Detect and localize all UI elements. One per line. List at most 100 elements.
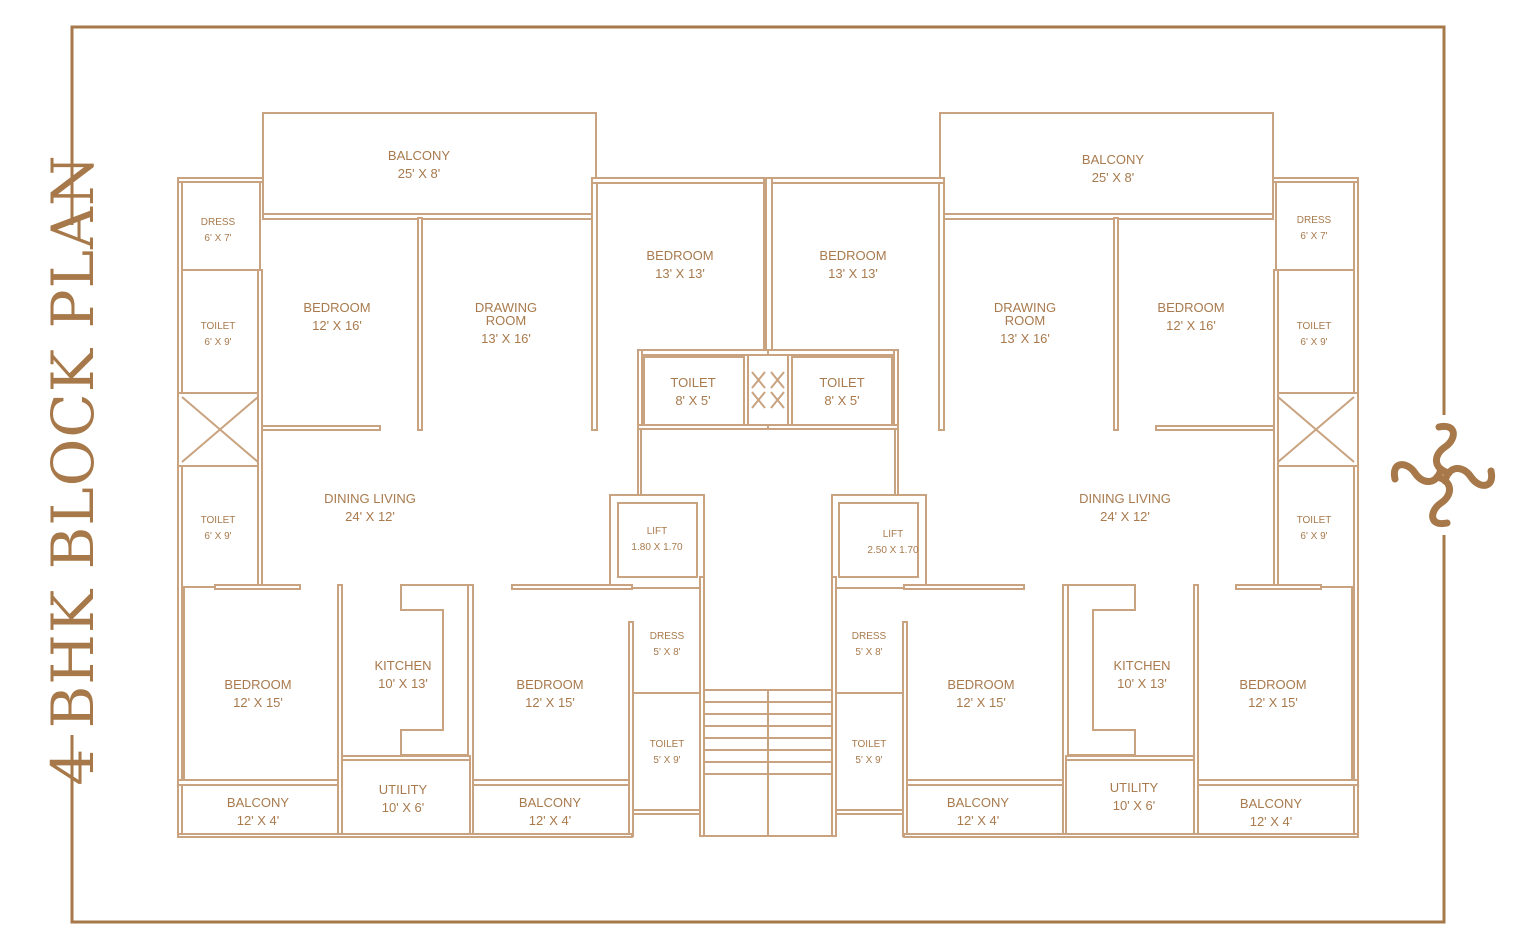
- room-label: TOILET 6' X 9': [201, 321, 236, 348]
- room-label: LIFT 1.80 X 1.70: [631, 526, 683, 553]
- room-name: DRAWING: [475, 300, 537, 315]
- room-name: DRESS: [201, 217, 236, 228]
- room-name: TOILET: [650, 739, 685, 750]
- room-name: DRESS: [1297, 215, 1332, 226]
- room-size: 25' X 8': [1092, 170, 1135, 185]
- room-name: TOILET: [201, 515, 236, 526]
- room-label: TOILET 6' X 9': [201, 515, 236, 542]
- left-unit-walls: [177, 112, 771, 838]
- room-label: BEDROOM 12' X 15': [516, 677, 583, 710]
- room-label: BALCONY 12' X 4': [947, 795, 1009, 828]
- room-name: BEDROOM: [516, 677, 583, 692]
- room-size: 12' X 15': [956, 695, 1006, 710]
- room-label: DINING LIVING 24' X 12': [1079, 491, 1171, 524]
- room-size: 10' X 6': [1113, 798, 1156, 813]
- room-name: DINING LIVING: [324, 491, 416, 506]
- room-name: BALCONY: [947, 795, 1009, 810]
- room-size: 5' X 8': [855, 647, 882, 658]
- room-name: TOILET: [819, 375, 864, 390]
- room-size: 1.80 X 1.70: [631, 542, 683, 553]
- room-label: BALCONY 12' X 4': [1240, 796, 1302, 829]
- room-name: BALCONY: [227, 795, 289, 810]
- room-label: BALCONY 25' X 8': [1082, 152, 1144, 185]
- room-name: TOILET: [1297, 321, 1332, 332]
- right-unit-walls: [765, 112, 1359, 838]
- room-size: 2.50 X 1.70: [867, 545, 919, 556]
- room-label: BEDROOM 12' X 16': [303, 300, 370, 333]
- room-name: BALCONY: [1240, 796, 1302, 811]
- room-label: BEDROOM 13' X 13': [646, 248, 713, 281]
- room-size: 12' X 16': [1166, 318, 1216, 333]
- room-size: 13' X 16': [1000, 331, 1050, 346]
- room-label: KITCHEN 10' X 13': [1113, 658, 1170, 691]
- room-label: DRESS 6' X 7': [1297, 215, 1332, 242]
- room-size: 12' X 4': [237, 813, 280, 828]
- room-label: TOILET 5' X 9': [852, 739, 887, 766]
- room-label: DRESS 6' X 7': [201, 217, 236, 244]
- room-label: BALCONY 12' X 4': [227, 795, 289, 828]
- room-name: TOILET: [852, 739, 887, 750]
- room-size: 12' X 4': [957, 813, 1000, 828]
- room-size: 12' X 15': [1248, 695, 1298, 710]
- room-label: TOILET 6' X 9': [1297, 515, 1332, 542]
- room-name: BALCONY: [519, 795, 581, 810]
- room-label: DINING LIVING 24' X 12': [324, 491, 416, 524]
- room-label: UTILITY 10' X 6': [379, 782, 428, 815]
- room-labels: BALCONY 25' X 8' DRESS 6' X 7' TOILET 6' X 9'…: [201, 148, 1332, 829]
- outer-frame: [70, 25, 1446, 924]
- room-label: TOILET 8' X 5': [819, 375, 864, 408]
- room-name: KITCHEN: [1113, 658, 1170, 673]
- room-size: 10' X 13': [1117, 676, 1167, 691]
- room-name: ROOM: [486, 313, 526, 328]
- room-name: UTILITY: [1110, 780, 1159, 795]
- room-name: BEDROOM: [1239, 677, 1306, 692]
- room-size: 5' X 9': [855, 755, 882, 766]
- room-name: BEDROOM: [646, 248, 713, 263]
- room-name: UTILITY: [379, 782, 428, 797]
- room-name: LIFT: [883, 529, 904, 540]
- room-size: 12' X 15': [233, 695, 283, 710]
- room-size: 8' X 5': [824, 393, 859, 408]
- room-size: 12' X 15': [525, 695, 575, 710]
- room-name: LIFT: [647, 526, 668, 537]
- room-name: DRESS: [852, 631, 887, 642]
- room-size: 6' X 7': [1300, 231, 1327, 242]
- room-size: 10' X 6': [382, 800, 425, 815]
- room-size: 13' X 13': [828, 266, 878, 281]
- room-size: 5' X 8': [653, 647, 680, 658]
- room-size: 6' X 9': [1300, 531, 1327, 542]
- room-size: 6' X 9': [204, 337, 231, 348]
- room-label: UTILITY 10' X 6': [1110, 780, 1159, 813]
- room-size: 8' X 5': [675, 393, 710, 408]
- room-size: 6' X 9': [204, 531, 231, 542]
- room-name: BALCONY: [1082, 152, 1144, 167]
- room-label: BEDROOM 12' X 16': [1157, 300, 1224, 333]
- room-name: BEDROOM: [1157, 300, 1224, 315]
- room-size: 12' X 4': [529, 813, 572, 828]
- room-size: 13' X 13': [655, 266, 705, 281]
- room-name: TOILET: [1297, 515, 1332, 526]
- room-name: BEDROOM: [819, 248, 886, 263]
- room-size: 12' X 4': [1250, 814, 1293, 829]
- room-size: 12' X 16': [312, 318, 362, 333]
- room-size: 25' X 8': [398, 166, 441, 181]
- room-label: DRESS 5' X 8': [852, 631, 887, 658]
- room-name: BEDROOM: [303, 300, 370, 315]
- room-size: 24' X 12': [1100, 509, 1150, 524]
- room-name: TOILET: [201, 321, 236, 332]
- ribbon-swirl-logo-icon: [1394, 422, 1491, 523]
- room-size: 6' X 7': [204, 233, 231, 244]
- room-label: BALCONY 12' X 4': [519, 795, 581, 828]
- room-name: DINING LIVING: [1079, 491, 1171, 506]
- room-size: 24' X 12': [345, 509, 395, 524]
- room-size: 10' X 13': [378, 676, 428, 691]
